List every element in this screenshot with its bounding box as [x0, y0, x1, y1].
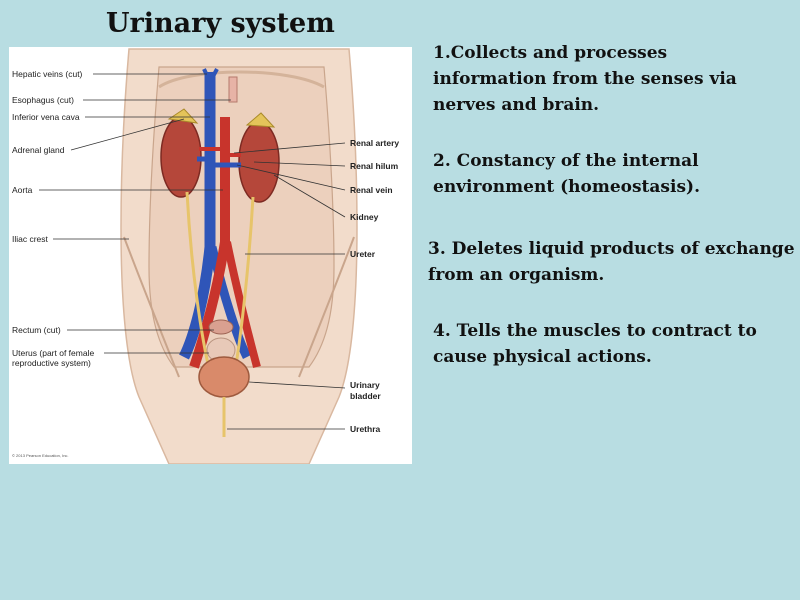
label-uterus-line2: reproductive system): [12, 358, 91, 368]
point-4: 4. Tells the muscles to contract to caus…: [433, 318, 757, 370]
point-2-line-1: 2. Constancy of the internal: [433, 151, 699, 171]
label-ureter: Ureter: [350, 249, 376, 259]
label-iliac-crest: Iliac crest: [12, 234, 48, 244]
hepatic-veins: [202, 68, 219, 87]
slide-title: Urinary system: [106, 8, 335, 39]
adrenal-left: [167, 108, 199, 124]
label-uterus-line1: Uterus (part of female: [12, 348, 95, 358]
label-hepatic-veins: Hepatic veins (cut): [12, 69, 83, 79]
point-4-line-2: cause physical actions.: [433, 347, 652, 367]
iliac-vein-right: [207, 245, 252, 360]
figure-credit: © 2013 Pearson Education, Inc.: [12, 453, 69, 458]
aorta: [189, 117, 230, 369]
label-aorta: Aorta: [12, 185, 33, 195]
point-2: 2. Constancy of the internal environment…: [433, 148, 700, 200]
point-3: 3. Deletes liquid products of exchange f…: [428, 236, 795, 288]
label-kidney: Kidney: [350, 212, 379, 222]
iliac-crest-right: [298, 236, 355, 378]
leader-lines: [39, 73, 346, 430]
label-urinary-bladder-line2: bladder: [350, 391, 381, 401]
label-renal-artery: Renal artery: [350, 138, 400, 148]
label-renal-hilum: Renal hilum: [350, 161, 399, 171]
point-2-line-2: environment (homeostasis).: [433, 177, 700, 197]
label-rectum: Rectum (cut): [12, 325, 61, 335]
point-1-line-3: nerves and brain.: [433, 95, 600, 115]
label-urethra: Urethra: [350, 424, 381, 434]
label-esophagus: Esophagus (cut): [12, 95, 74, 105]
anatomy-illustration: [39, 48, 358, 464]
point-1: 1.Collects and processes information fro…: [433, 40, 737, 118]
point-1-line-1: 1.Collects and processes: [433, 43, 668, 63]
label-renal-vein: Renal vein: [350, 185, 393, 195]
label-urinary-bladder-line1: Urinary: [350, 380, 380, 390]
label-adrenal-gland: Adrenal gland: [12, 145, 65, 155]
urinary-bladder: [198, 356, 250, 398]
kidney-left: [160, 116, 202, 198]
adrenal-right: [245, 112, 276, 128]
label-inferior-vena-cava: Inferior vena cava: [12, 112, 80, 122]
urinary-system-diagram: Hepatic veins (cut) Esophagus (cut) Infe…: [9, 47, 412, 464]
iliac-crest-left: [123, 236, 180, 378]
rectum: [208, 319, 234, 335]
point-4-line-1: 4. Tells the muscles to contract to: [433, 321, 757, 341]
esophagus: [228, 76, 238, 103]
point-1-line-2: information from the senses via: [433, 69, 737, 89]
point-3-line-2: from an organism.: [428, 265, 605, 285]
diaphragm: [158, 70, 325, 89]
point-3-line-1: 3. Deletes liquid products of exchange: [428, 239, 795, 259]
